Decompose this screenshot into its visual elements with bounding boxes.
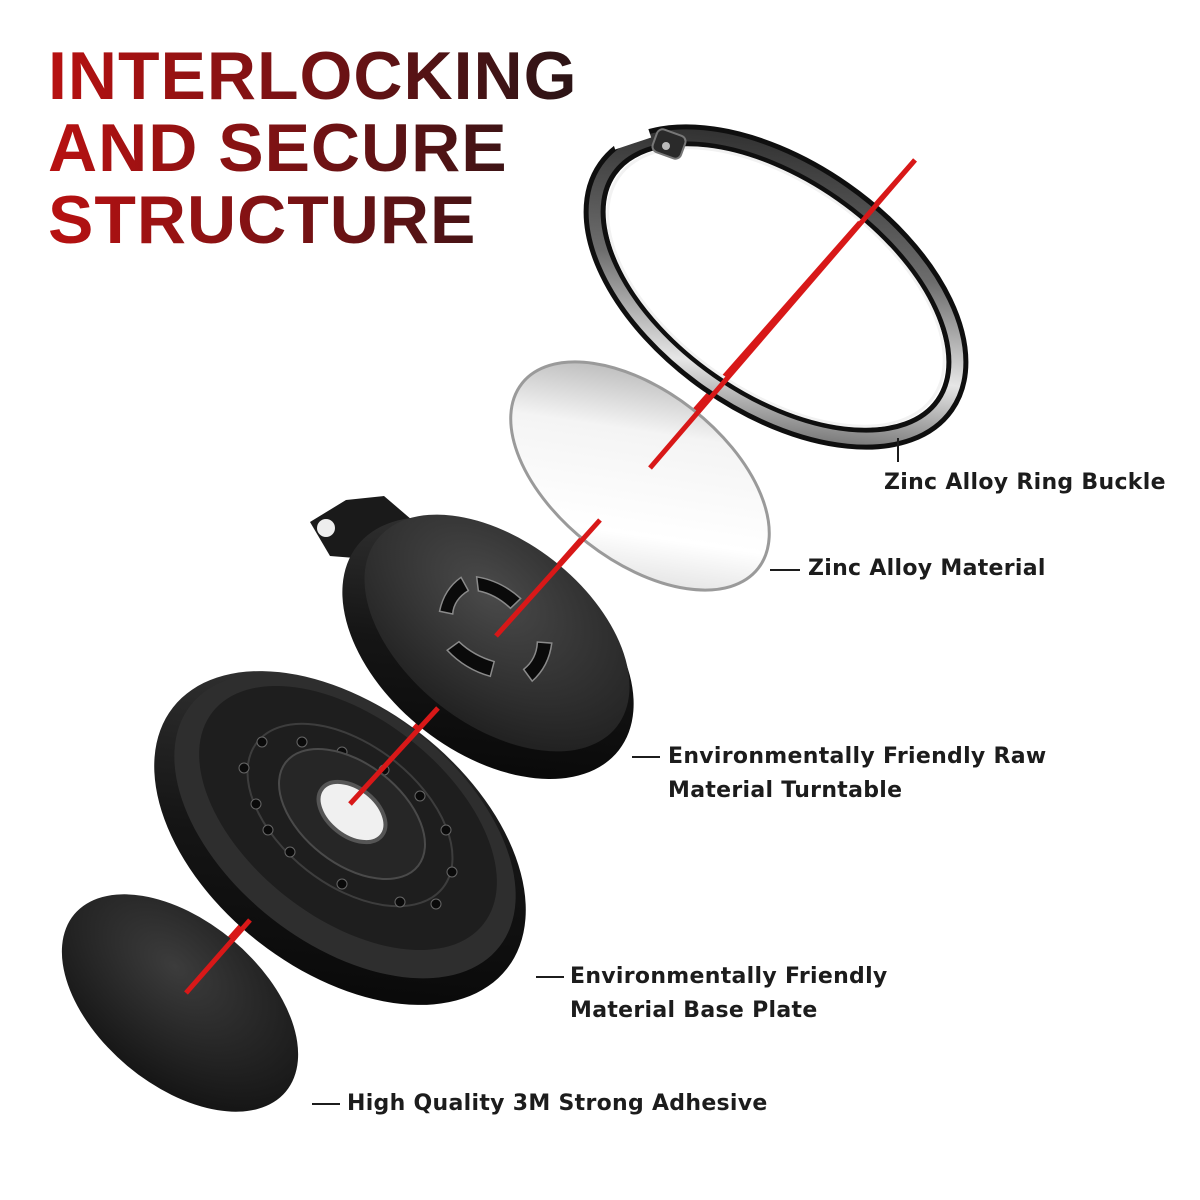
callout-turntable-line-2: Material Turntable — [668, 778, 903, 803]
callout-turntable-line-1: Environmentally Friendly Raw — [668, 744, 1047, 769]
callout-ring-buckle: Zinc Alloy Ring Buckle — [884, 466, 1166, 500]
adhesive-pad-part — [61, 894, 299, 1112]
ring-buckle-part — [583, 124, 969, 450]
callout-zinc-material-text: Zinc Alloy Material — [808, 556, 1046, 581]
callout-turntable: Environmentally Friendly Raw Material Tu… — [668, 740, 1047, 808]
callout-base-plate: Environmentally Friendly Material Base P… — [570, 960, 888, 1028]
zinc-alloy-disc-part — [509, 360, 771, 592]
callout-adhesive-text: High Quality 3M Strong Adhesive — [347, 1091, 768, 1116]
callout-adhesive: High Quality 3M Strong Adhesive — [347, 1087, 768, 1121]
headline-line-3: STRUCTURE — [48, 182, 477, 258]
callout-zinc-material: Zinc Alloy Material — [808, 552, 1046, 586]
callout-base-plate-line-1: Environmentally Friendly — [570, 964, 888, 989]
callout-base-plate-line-2: Material Base Plate — [570, 998, 818, 1023]
callout-ring-buckle-text: Zinc Alloy Ring Buckle — [884, 470, 1166, 495]
headline: INTERLOCKING AND SECURE STRUCTURE — [48, 40, 578, 256]
headline-line-1: INTERLOCKING — [48, 38, 578, 114]
headline-line-2: AND SECURE — [48, 110, 508, 186]
